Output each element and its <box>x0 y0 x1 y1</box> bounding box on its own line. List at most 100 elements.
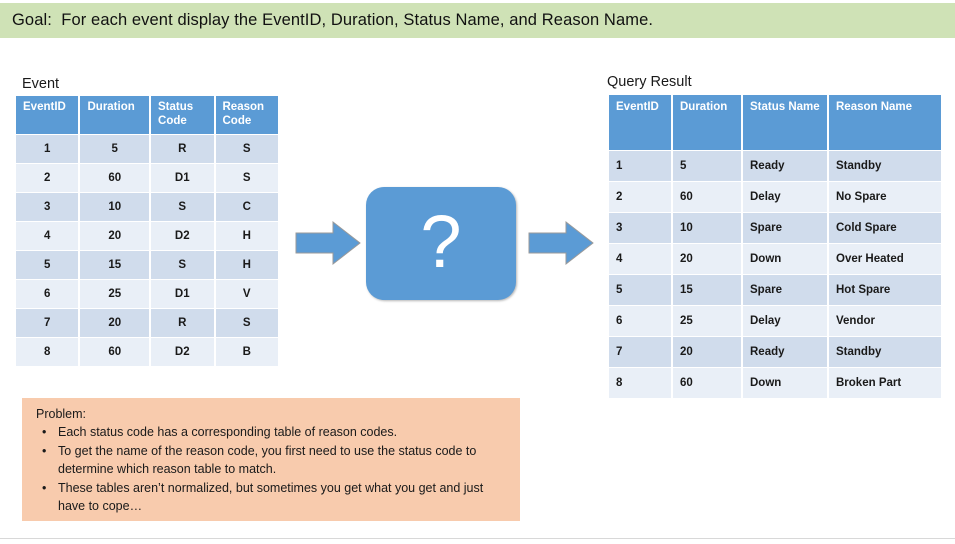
event-table-cell: 4 <box>16 222 79 250</box>
query-result-table: EventID Duration Status Name Reason Name… <box>607 94 943 399</box>
event-table-cell: D2 <box>151 222 214 250</box>
query-result-table-cell: Vendor <box>829 306 941 336</box>
event-table-caption: Event <box>22 76 60 92</box>
query-result-table-cell: 60 <box>673 368 741 398</box>
event-table-cell: 15 <box>80 251 150 279</box>
query-result-table-cell: 15 <box>673 275 741 305</box>
query-col-reason-name-label: Reason Name <box>836 101 913 113</box>
event-table-cell: 2 <box>16 164 79 192</box>
query-result-table-cell: 20 <box>673 337 741 367</box>
event-table-cell: C <box>215 193 278 221</box>
query-result-table-cell: 5 <box>673 151 741 181</box>
event-col-eventid: EventID <box>16 96 79 134</box>
event-table-cell: 5 <box>80 135 150 163</box>
question-box: ? <box>366 187 516 300</box>
problem-bullet-list: Each status code has a corresponding tab… <box>36 423 510 515</box>
query-col-duration-label: Duration <box>680 101 728 113</box>
problem-bullet: Each status code has a corresponding tab… <box>36 423 510 441</box>
event-table-cell: D2 <box>151 338 214 366</box>
query-result-table-cell: 25 <box>673 306 741 336</box>
event-table-cell: S <box>215 135 278 163</box>
query-col-eventid-label: EventID <box>616 101 659 113</box>
event-table-cell: 7 <box>16 309 79 337</box>
event-table-cell: 20 <box>80 222 150 250</box>
problem-title: Problem: <box>36 407 87 421</box>
event-table-cell: 60 <box>80 164 150 192</box>
event-col-duration: Duration <box>80 96 150 134</box>
query-result-table-cell: No Spare <box>829 182 941 212</box>
event-table-cell: B <box>215 338 278 366</box>
event-table-cell: R <box>151 309 214 337</box>
event-table-cell: S <box>215 309 278 337</box>
query-result-table-cell: 3 <box>609 213 671 243</box>
goal-text: Goal: For each event display the EventID… <box>12 11 654 29</box>
query-result-table-cell: Standby <box>829 337 941 367</box>
event-table-cell: 60 <box>80 338 150 366</box>
query-result-table-cell: Standby <box>829 151 941 181</box>
right-arrow-icon <box>295 220 361 266</box>
event-table-cell: 25 <box>80 280 150 308</box>
query-result-table-cell: Broken Part <box>829 368 941 398</box>
query-result-table-cell: Delay <box>743 306 827 336</box>
event-table-cell: H <box>215 222 278 250</box>
event-table-cell: 10 <box>80 193 150 221</box>
query-result-table-cell: Down <box>743 244 827 274</box>
event-table-cell: 5 <box>16 251 79 279</box>
query-result-table-cell: 7 <box>609 337 671 367</box>
question-mark-icon: ? <box>420 199 462 283</box>
event-table-cell: 20 <box>80 309 150 337</box>
event-table-cell: S <box>215 164 278 192</box>
query-result-table-cell: 8 <box>609 368 671 398</box>
event-table-cell: D1 <box>151 280 214 308</box>
query-result-table-cell: 20 <box>673 244 741 274</box>
query-result-table-cell: Over Heated <box>829 244 941 274</box>
event-col-eventid-label: EventID <box>23 101 66 113</box>
right-arrow-icon <box>528 220 594 266</box>
query-result-table-cell: Delay <box>743 182 827 212</box>
event-table-cell: 3 <box>16 193 79 221</box>
query-result-table-cell: 5 <box>609 275 671 305</box>
event-table-cell: D1 <box>151 164 214 192</box>
query-result-table-cell: 10 <box>673 213 741 243</box>
problem-bullet: These tables aren’t normalized, but some… <box>36 479 510 515</box>
query-result-table-cell: Down <box>743 368 827 398</box>
query-result-table-cell: Spare <box>743 275 827 305</box>
query-result-table-cell: 1 <box>609 151 671 181</box>
query-table-caption: Query Result <box>607 74 692 90</box>
query-result-table-cell: Hot Spare <box>829 275 941 305</box>
query-result-table-cell: Ready <box>743 151 827 181</box>
event-col-duration-label: Duration <box>87 101 135 113</box>
query-col-status-name: Status Name <box>743 95 827 150</box>
query-table-header-row: EventID Duration Status Name Reason Name <box>609 95 941 150</box>
event-table-cell: 8 <box>16 338 79 366</box>
event-table-cell: 6 <box>16 280 79 308</box>
query-result-table-cell: 6 <box>609 306 671 336</box>
query-result-table-cell: Spare <box>743 213 827 243</box>
event-table-cell: R <box>151 135 214 163</box>
query-result-table-cell: 4 <box>609 244 671 274</box>
query-col-status-name-label: Status Name <box>750 101 820 113</box>
event-table-cell: S <box>151 193 214 221</box>
query-result-table-cell: Ready <box>743 337 827 367</box>
